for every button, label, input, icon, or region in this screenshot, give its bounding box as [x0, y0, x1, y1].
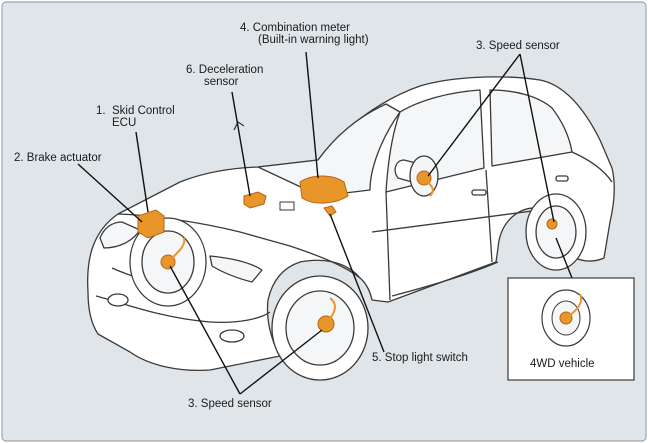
inset-caption: 4WD vehicle [530, 358, 595, 370]
leader-deceleration [231, 91, 251, 197]
label-ecu: 1. Skid Control ECU [96, 105, 175, 129]
side-crease [371, 209, 541, 233]
label-ecu-number: 1. [96, 105, 106, 117]
rear-rim [535, 205, 577, 259]
label-combination-meter-line1: 4. Combination meter [240, 22, 350, 34]
rear-side-window [489, 89, 573, 167]
label-speed-sensor-rear: 3. Speed sensor [476, 40, 560, 52]
fog-lamp-right [219, 329, 245, 343]
label-speed-sensor-front: 3. Speed sensor [188, 398, 272, 410]
label-ecu-line1: Skid Control [112, 105, 175, 117]
door-handle-front [471, 189, 487, 196]
label-combination-meter-line2: (Built-in warning light) [258, 34, 369, 46]
label-deceleration-sensor: 6. Deceleration sensor [186, 64, 263, 88]
leader-combination-meter [305, 51, 319, 179]
stop-light-switch-unit [323, 205, 337, 217]
rear-speed-sensor [546, 218, 558, 230]
fog-lamp-left [107, 293, 129, 307]
label-stop-light-switch: 5. Stop light switch [372, 352, 468, 364]
antenna [233, 121, 245, 131]
label-deceleration-sensor-line1: 6. Deceleration [186, 64, 264, 76]
label-brake-actuator: 2. Brake actuator [14, 152, 102, 164]
ecu-actuator-unit [137, 209, 165, 239]
headlight-right [209, 255, 263, 283]
fuse-box [279, 201, 295, 211]
leader-inset [555, 237, 573, 279]
door-line-rear [485, 169, 493, 263]
leader-speed-front-b [239, 329, 323, 395]
leader-speed-front-a [169, 265, 241, 395]
leader-stop-light [329, 213, 385, 353]
leader-speed-rear-a [427, 53, 521, 177]
door-line-front [385, 191, 391, 301]
label-ecu-line2: ECU [112, 117, 137, 129]
speed-sensor-wire-right [325, 297, 336, 325]
inset-4wd [507, 277, 635, 381]
speed-sensor-wire-inner [423, 177, 434, 197]
trunk-line [571, 151, 613, 183]
leader-ecu [135, 131, 149, 213]
leader-brake-actuator [77, 163, 143, 223]
inset-sensor-wire [565, 293, 583, 319]
speed-sensor-wire-front [167, 237, 186, 263]
leader-lines [77, 51, 573, 395]
rocker-panel [391, 261, 499, 297]
door-handle-rear [555, 175, 569, 182]
leader-speed-rear-b [519, 53, 555, 223]
label-combination-meter: 4. Combination meter (Built-in warning l… [240, 22, 369, 46]
label-deceleration-sensor-line2: sensor [204, 76, 239, 88]
combination-meter-unit [299, 175, 349, 204]
